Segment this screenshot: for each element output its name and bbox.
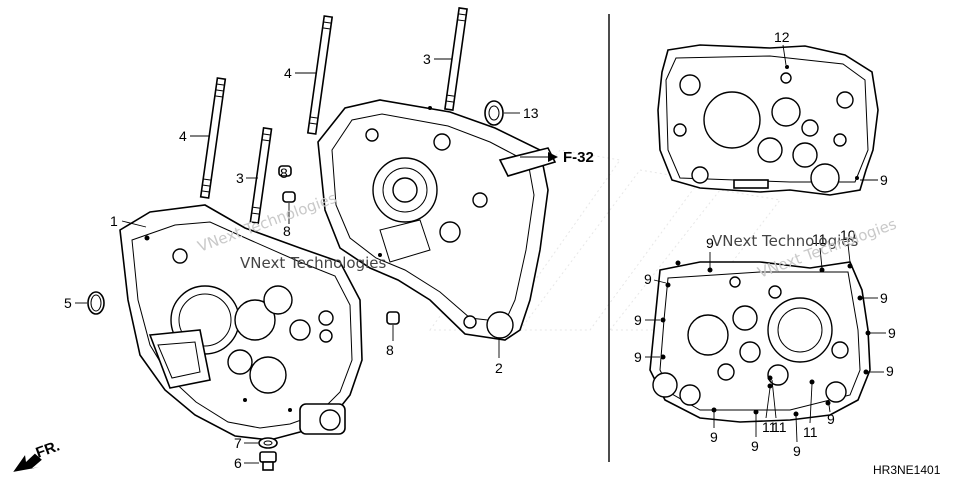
callout-13: 13	[523, 105, 539, 121]
callout-6: 6	[234, 455, 242, 471]
callout-9-i: 9	[827, 411, 835, 427]
callout-8-b: 8	[283, 223, 291, 239]
callout-9-l: 9	[793, 443, 801, 459]
callout-2: 2	[495, 360, 503, 376]
callout-9-e: 9	[634, 349, 642, 365]
callout-9-k: 9	[751, 438, 759, 454]
stud-bolt-4-right	[306, 15, 334, 135]
callout-9-f: 9	[880, 290, 888, 306]
callout-9-g: 9	[888, 325, 896, 341]
callout-12: 12	[774, 29, 790, 45]
stud-bolt-4-left	[199, 77, 227, 199]
dowel-pin	[386, 311, 400, 325]
callout-7: 7	[234, 435, 242, 451]
callout-1: 1	[110, 213, 118, 229]
callout-8-c: 8	[386, 342, 394, 358]
dowel-pin	[282, 191, 296, 203]
callout-11-b: 11	[762, 419, 777, 435]
reference-f32: F-32	[520, 149, 594, 166]
callout-9-b: 9	[706, 235, 714, 251]
crankcase-bottom-view	[649, 260, 871, 423]
direction-label: FR.	[34, 438, 63, 462]
oil-seal	[484, 100, 504, 126]
callout-9-d: 9	[634, 312, 642, 328]
watermark-text: VNext Technologies	[240, 254, 387, 272]
callout-10: 10	[840, 227, 856, 243]
callout-11-c: 11	[772, 419, 787, 435]
callout-4-right: 4	[284, 65, 292, 81]
o-ring-inner	[90, 294, 102, 312]
callout-8-a: 8	[280, 165, 288, 181]
drain-bolt	[259, 451, 277, 471]
callout-4-left: 4	[179, 128, 187, 144]
callout-11-d: 11	[803, 424, 818, 440]
callout-5: 5	[64, 295, 72, 311]
callout-11-a: 11	[812, 231, 827, 247]
stud-bolt-3-right	[444, 7, 468, 111]
callout-3-right: 3	[423, 51, 431, 67]
callout-9-c: 9	[644, 271, 652, 287]
dowel-pin	[278, 165, 292, 177]
callout-9-h: 9	[886, 363, 894, 379]
callouts-right: 12 9 10 11 9 9 9 9 9 9 9 9 9 9 9 11 11	[634, 29, 896, 459]
diagram-code: HR3NE1401	[873, 463, 941, 477]
reference-label: F-32	[563, 149, 594, 166]
callout-3-left: 3	[236, 170, 244, 186]
callout-9-j: 9	[710, 429, 718, 445]
crankcase-left-half	[119, 204, 363, 441]
front-direction-arrow: FR.	[13, 438, 63, 472]
stud-bolt-3-left	[249, 126, 273, 224]
sealing-washer	[258, 437, 278, 449]
watermark-text: VNext Technologies	[712, 232, 859, 250]
crankcase-right-half	[317, 99, 557, 341]
crankcase-top-view	[657, 44, 879, 196]
callout-9-a: 9	[880, 172, 888, 188]
callouts-left: 1 2 3 3 4 4 5 6 7 8 8 8 13	[64, 51, 539, 471]
